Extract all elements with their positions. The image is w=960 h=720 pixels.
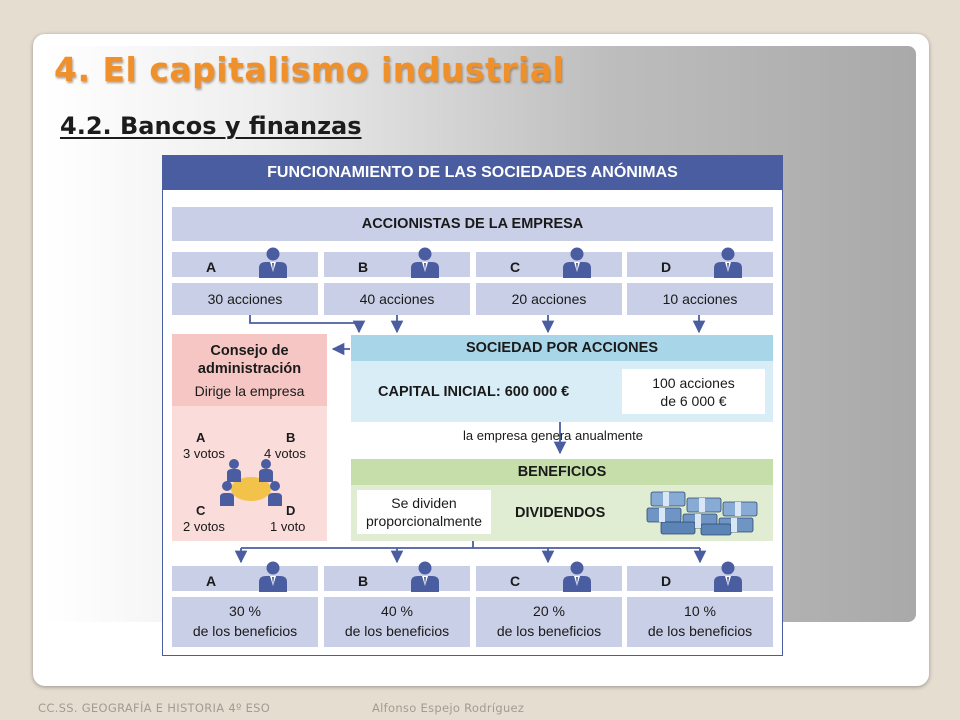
vote-letter: B: [286, 430, 296, 445]
capital-inicial: CAPITAL INICIAL: 600 000 €: [378, 384, 570, 400]
shareholder-d-header: D: [627, 247, 773, 278]
slide-title: 4. El capitalismo industrial: [54, 50, 565, 89]
slide-subtitle: 4.2. Bancos y finanzas: [60, 112, 362, 140]
shares-value-line1: 100 acciones: [652, 375, 735, 391]
sociedades-anonimas-diagram: FUNCIONAMIENTO DE LAS SOCIEDADES ANÓNIMA…: [162, 155, 783, 656]
footer-author: Alfonso Espejo Rodríguez: [372, 701, 525, 715]
shareholder-letter: A: [206, 573, 217, 589]
shareholder-c-percentage: 20 % de los beneficios: [476, 597, 622, 647]
beneficios-body: Se dividen proporcionalmente DIVIDENDOS: [351, 485, 773, 541]
vote-count: 2 votos: [183, 519, 225, 534]
shareholder-c-header: C: [476, 247, 622, 278]
vote-count: 1 voto: [270, 519, 306, 534]
person-icon: [259, 247, 287, 278]
percentage-value: 10 %: [684, 603, 716, 619]
shareholder-letter: B: [358, 573, 369, 589]
shareholder-b-header: B: [324, 247, 470, 278]
shareholder-b-shares: 40 acciones: [324, 283, 470, 315]
percentage-value: 40 %: [381, 603, 413, 619]
shareholder-c-shares: 20 acciones: [476, 283, 622, 315]
shares-value-line2: de 6 000 €: [660, 393, 727, 409]
shareholder-a-percentage: 30 % de los beneficios: [172, 597, 318, 647]
shareholder-a-shares: 30 acciones: [172, 283, 318, 315]
dividen-note-line1: Se dividen: [391, 495, 457, 511]
person-icon: [714, 247, 742, 278]
percentage-value: 20 %: [533, 603, 565, 619]
shareholder-letter: A: [206, 259, 217, 275]
vote-count: 4 votos: [264, 446, 306, 461]
shareholder-d-shares: 10 acciones: [627, 283, 773, 315]
shareholder-letter: C: [510, 259, 521, 275]
shareholder-a-result-header: A: [172, 561, 318, 592]
shareholder-d-result-header: D: [627, 561, 773, 592]
shareholder-a-header: A: [172, 247, 318, 278]
flow-label: la empresa genera anualmente: [463, 428, 643, 443]
money-bundles-icon: [646, 491, 758, 536]
vote-letter: C: [196, 503, 206, 518]
sociedad-body: CAPITAL INICIAL: 600 000 € 100 acciones …: [351, 361, 773, 422]
shareholder-letter: D: [661, 573, 672, 589]
shareholder-letter: D: [661, 259, 672, 275]
consejo-header: Consejo de administración Dirige la empr…: [172, 334, 327, 406]
consejo-title-line1: Consejo de: [210, 343, 289, 359]
beneficios-header: BENEFICIOS: [351, 459, 773, 485]
dividen-note-line2: proporcionalmente: [366, 513, 482, 529]
percentage-value: 30 %: [229, 603, 261, 619]
dividen-note-box: Se dividen proporcionalmente: [357, 490, 491, 534]
person-icon: [259, 561, 287, 592]
shareholder-letter: B: [358, 259, 369, 275]
vote-count: 3 votos: [183, 446, 225, 461]
shareholder-letter: C: [510, 573, 521, 589]
shareholder-b-percentage: 40 % de los beneficios: [324, 597, 470, 647]
diagram-header: FUNCIONAMIENTO DE LAS SOCIEDADES ANÓNIMA…: [163, 156, 782, 190]
percentage-text: de los beneficios: [496, 623, 602, 639]
person-icon: [563, 561, 591, 592]
consejo-subtitle: Dirige la empresa: [194, 383, 305, 399]
person-icon: [714, 561, 742, 592]
vote-letter: A: [196, 430, 206, 445]
shareholder-c-result-header: C: [476, 561, 622, 592]
person-icon: [563, 247, 591, 278]
percentage-text: de los beneficios: [647, 623, 753, 639]
shareholder-d-percentage: 10 % de los beneficios: [627, 597, 773, 647]
meeting-table-icon: [220, 459, 282, 506]
footer-course: CC.SS. GEOGRAFÍA E HISTORIA 4º ESO: [38, 701, 271, 715]
percentage-text: de los beneficios: [192, 623, 298, 639]
shareholders-band: ACCIONISTAS DE LA EMPRESA: [172, 207, 773, 241]
dividendos-label: DIVIDENDOS: [515, 505, 606, 521]
person-icon: [411, 561, 439, 592]
percentage-text: de los beneficios: [344, 623, 450, 639]
shareholder-b-result-header: B: [324, 561, 470, 592]
sociedad-header: SOCIEDAD POR ACCIONES: [351, 335, 773, 361]
consejo-title-line2: administración: [197, 361, 302, 377]
vote-letter: D: [286, 503, 296, 518]
flow-arrows: [234, 315, 707, 564]
shares-value-box: 100 acciones de 6 000 €: [622, 369, 765, 414]
consejo-votes-panel: A 3 votos B 4 votos C 2 votos D 1 voto: [172, 406, 327, 541]
person-icon: [411, 247, 439, 278]
